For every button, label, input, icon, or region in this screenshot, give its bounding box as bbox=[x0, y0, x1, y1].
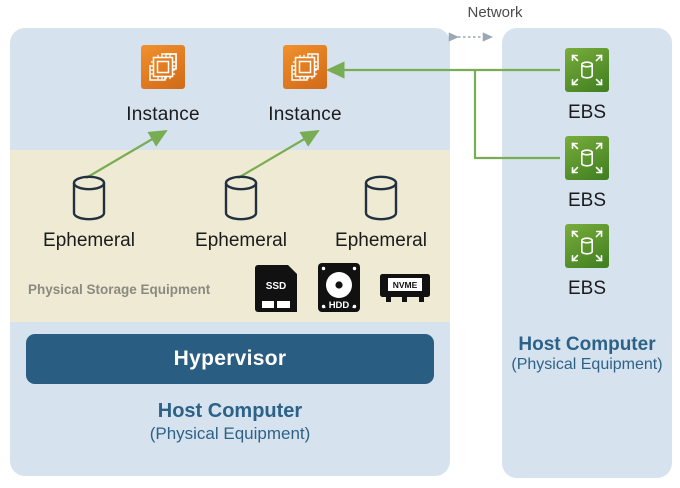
cylinder-icon[interactable] bbox=[67, 172, 111, 224]
network-label: Network bbox=[467, 4, 523, 21]
ebs-1-label: EBS bbox=[567, 102, 607, 123]
hypervisor-label: Hypervisor bbox=[173, 347, 287, 370]
instance-2-label: Instance bbox=[268, 104, 342, 125]
svg-text:NVME: NVME bbox=[393, 280, 418, 290]
ephemeral-2-label: Ephemeral bbox=[195, 230, 287, 251]
host-computer-caption-left-line2: (Physical Equipment) bbox=[149, 423, 311, 443]
nvme-icon: NVME bbox=[380, 274, 430, 303]
cylinder-icon[interactable] bbox=[359, 172, 403, 224]
host-computer-caption-left: Host Computer (Physical Equipment) bbox=[10, 400, 450, 444]
hdd-icon: . HDD . bbox=[318, 263, 360, 312]
ebs-volume-icon[interactable] bbox=[565, 224, 609, 268]
host-computer-caption-right: Host Computer (Physical Equipment) bbox=[502, 334, 672, 375]
host-computer-caption-left-line1: Host Computer bbox=[157, 400, 303, 422]
ec2-instance-icon[interactable] bbox=[283, 45, 327, 89]
hypervisor-bar: Hypervisor bbox=[26, 334, 434, 384]
host-computer-caption-right-line1: Host Computer bbox=[518, 334, 656, 355]
svg-text:SSD: SSD bbox=[266, 281, 287, 292]
ebs-volume-icon[interactable] bbox=[565, 136, 609, 180]
physical-storage-equipment-label: Physical Storage Equipment bbox=[28, 282, 211, 297]
ephemeral-1-label: Ephemeral bbox=[43, 230, 135, 251]
ebs-3-label: EBS bbox=[567, 278, 607, 299]
cylinder-icon[interactable] bbox=[219, 172, 263, 224]
ebs-2-label: EBS bbox=[567, 190, 607, 211]
svg-text:. HDD .: . HDD . bbox=[323, 300, 354, 311]
instance-1-label: Instance bbox=[126, 104, 200, 125]
ec2-instance-icon[interactable] bbox=[141, 45, 185, 89]
ephemeral-3-label: Ephemeral bbox=[335, 230, 427, 251]
host-computer-caption-right-line2: (Physical Equipment) bbox=[511, 356, 663, 374]
ebs-volume-icon[interactable] bbox=[565, 48, 609, 92]
ssd-icon: SSD bbox=[255, 265, 297, 312]
